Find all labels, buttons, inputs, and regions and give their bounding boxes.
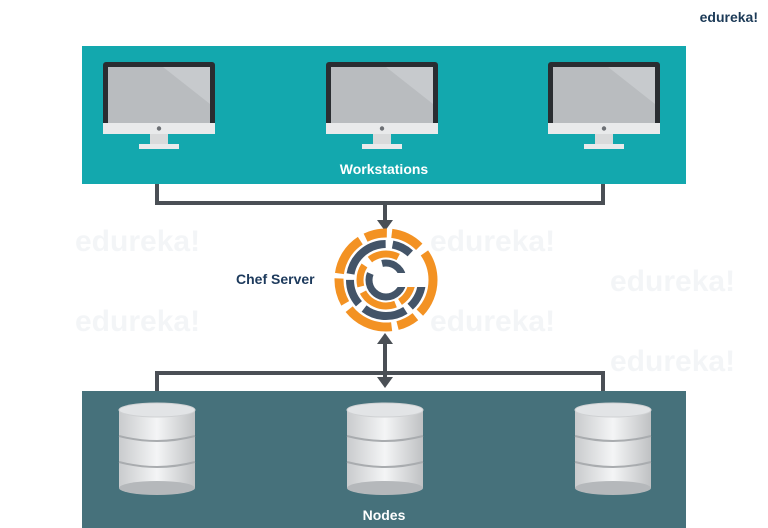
node-connector bbox=[155, 371, 605, 391]
nodes-label: Nodes bbox=[362, 507, 406, 523]
chef-server-label: Chef Server bbox=[236, 271, 315, 287]
arrow-up-icon bbox=[377, 333, 393, 344]
database-icon bbox=[574, 402, 652, 495]
arrow-down-icon bbox=[377, 220, 393, 231]
monitor-icon bbox=[548, 62, 660, 149]
chef-logo-icon bbox=[334, 228, 438, 332]
database-icon bbox=[118, 402, 196, 495]
monitor-icon bbox=[103, 62, 215, 149]
monitor-icon bbox=[326, 62, 438, 149]
workstation-connector bbox=[155, 184, 605, 205]
arrow-down-icon bbox=[377, 377, 393, 388]
database-icon bbox=[346, 402, 424, 495]
brand-logo: edureka! bbox=[699, 9, 758, 25]
workstations-label: Workstations bbox=[339, 161, 429, 177]
